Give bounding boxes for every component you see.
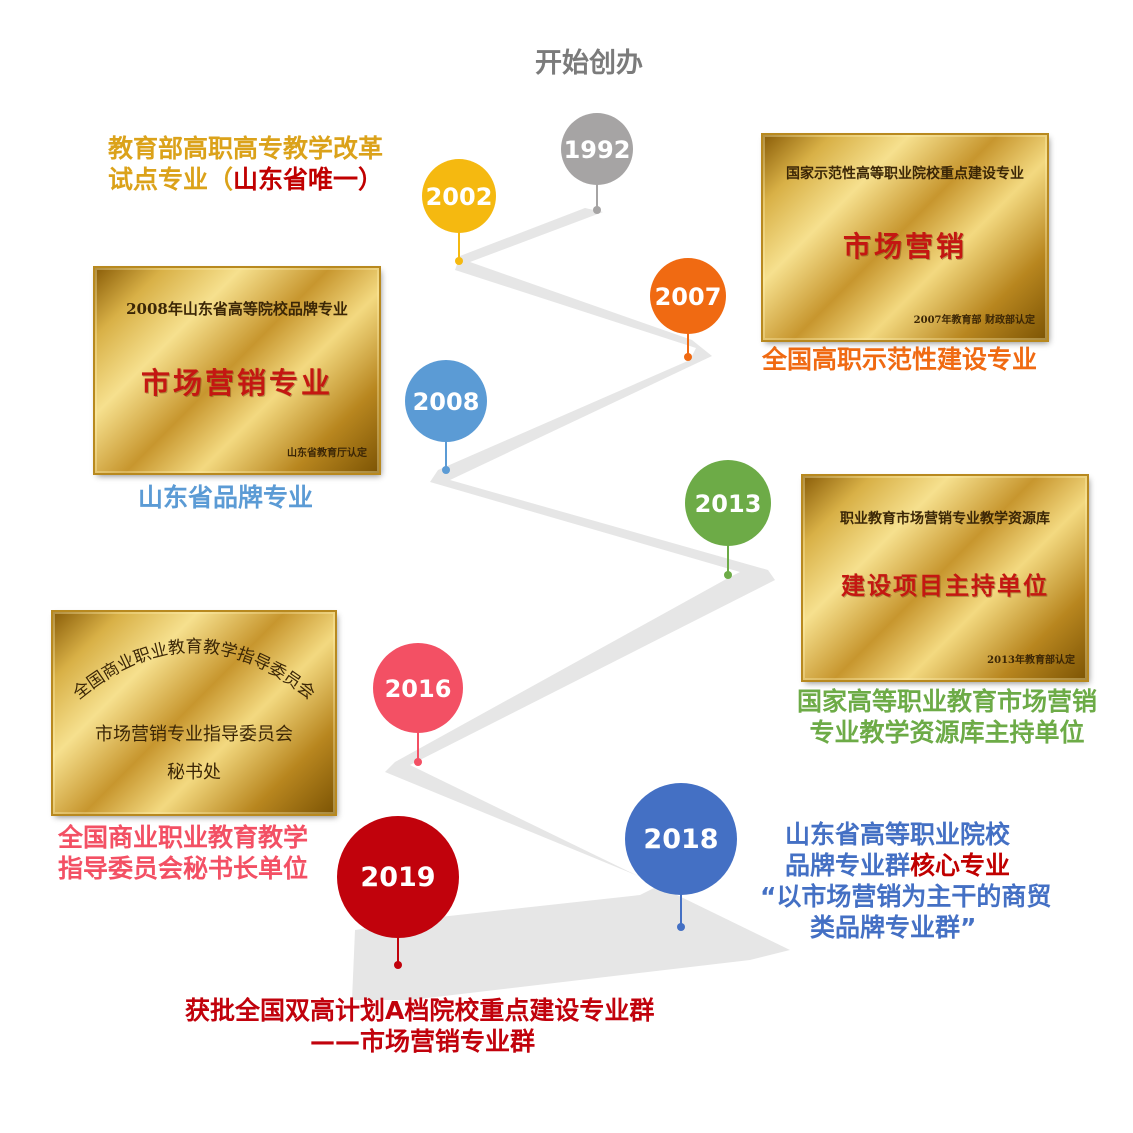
svg-text:全国商业职业教育教学指导委员会: 全国商业职业教育教学指导委员会: [69, 637, 318, 704]
caption-2008: 山东省品牌专业: [138, 483, 314, 512]
stem-dot-2013: [724, 571, 732, 579]
timeline-bubbles: 1992 2002 2007 2008 2013 2016 2018 2019: [337, 113, 771, 938]
plaque-note: 2013年教育部认定: [987, 655, 1075, 666]
plaque-heading: 职业教育市场营销专业教学资源库: [840, 511, 1050, 527]
caption-2018-line-2-text: 品牌专业群: [785, 851, 911, 880]
caption-2002-line-2: 试点专业（山东省唯一）: [108, 164, 383, 195]
stem-dot-1992: [593, 206, 601, 214]
stem-dot-2008: [442, 466, 450, 474]
year-label-2019: 2019: [360, 862, 435, 893]
year-bubble-2013: [685, 460, 771, 546]
caption-2013-line-2: 专业教学资源库主持单位: [809, 718, 1085, 747]
caption-2018: 山东省高等职业院校 品牌专业群核心专业 “以市场营销为主干的商贸 类品牌专业群”: [760, 819, 1051, 943]
year-bubble-1992: [561, 113, 633, 185]
plaque-note: 山东省教育厅认定: [287, 448, 367, 459]
caption-2002: 教育部高职高专教学改革 试点专业（山东省唯一）: [108, 133, 383, 195]
caption-2002-line-2-text: 试点专业（: [108, 165, 234, 194]
year-bubble-2008: [405, 360, 487, 442]
caption-2019: 获批全国双高计划A档院校重点建设专业群 ——市场营销专业群: [185, 995, 654, 1057]
stem-dot-2016: [414, 758, 422, 766]
stem-dot-2018: [677, 923, 685, 931]
plaque-note: 2007年教育部 财政部认定: [913, 315, 1035, 326]
plaque-border: [803, 476, 1087, 680]
plaque-arc-heading-text: 全国商业职业教育教学指导委员会: [69, 637, 318, 704]
caption-2019-line-2: ——市场营销专业群: [310, 1027, 536, 1056]
plaque-line-1: 市场营销专业指导委员会: [95, 724, 293, 745]
caption-2018-line-3: “以市场营销为主干的商贸: [760, 882, 1052, 911]
caption-2016: 全国商业职业教育教学 指导委员会秘书长单位: [58, 822, 308, 884]
timeline-path: [352, 208, 790, 1000]
timeline-stems: [394, 183, 732, 969]
caption-2019-line-1: 获批全国双高计划A档院校重点建设专业群: [185, 996, 655, 1025]
stem-dot-2002: [455, 257, 463, 265]
year-label-2008: 2008: [413, 388, 480, 416]
plaque-heading: 国家示范性高等职业院校重点建设专业: [786, 166, 1024, 182]
caption-2013-line-1: 国家高等职业教育市场营销: [796, 687, 1097, 716]
stem-dot-2007: [684, 353, 692, 361]
caption-2018-line-4: 类品牌专业群”: [810, 913, 977, 942]
caption-2007: 全国高职示范性建设专业: [762, 345, 1038, 374]
plaque-main-text: 建设项目主持单位: [841, 571, 1049, 600]
caption-2018-line-1: 山东省高等职业院校: [785, 820, 1011, 849]
year-label-2007: 2007: [655, 283, 722, 311]
timeline-title: 开始创办: [535, 48, 643, 79]
year-bubble-2007: [650, 258, 726, 334]
plaque-main-text: 市场营销: [842, 230, 967, 263]
plaque-border: [95, 268, 379, 473]
plaque-resource-library: 职业教育市场营销专业教学资源库 建设项目主持单位 2013年教育部认定: [803, 476, 1087, 680]
plaque-border: [763, 135, 1047, 340]
caption-2002-line-1: 教育部高职高专教学改革: [108, 134, 384, 163]
year-bubble-2018: [625, 783, 737, 895]
plaque-arc-heading: 全国商业职业教育教学指导委员会: [69, 637, 318, 704]
year-label-2002: 2002: [426, 183, 493, 211]
year-label-2018: 2018: [643, 824, 718, 855]
caption-2018-line-2: 品牌专业群核心专业: [760, 850, 1051, 881]
year-bubble-2019: [337, 816, 459, 938]
caption-2013: 国家高等职业教育市场营销 专业教学资源库主持单位: [788, 686, 1106, 748]
caption-2016-line-1: 全国商业职业教育教学: [58, 823, 309, 852]
caption-2018-highlight: 核心专业: [910, 851, 1011, 880]
year-label-1992: 1992: [564, 136, 631, 164]
year-bubble-2002: [422, 159, 496, 233]
plaque-main-text: 市场营销专业: [140, 366, 333, 400]
plaque-heading: 2008年山东省高等院校品牌专业: [126, 300, 348, 318]
plaque-national-demonstration: 国家示范性高等职业院校重点建设专业 市场营销 2007年教育部 财政部认定: [763, 135, 1047, 340]
plaque-shandong-brand: 2008年山东省高等院校品牌专业 市场营销专业 山东省教育厅认定: [95, 268, 379, 473]
caption-2016-line-2: 指导委员会秘书长单位: [58, 854, 309, 883]
caption-2002-highlight: 山东省唯一）: [233, 165, 384, 194]
year-label-2016: 2016: [385, 675, 452, 703]
plaque-line-2: 秘书处: [167, 762, 221, 783]
plaque-border: [53, 612, 335, 814]
year-bubble-2016: [373, 643, 463, 733]
plaque-steering-committee: 全国商业职业教育教学指导委员会 市场营销专业指导委员会 秘书处: [53, 612, 335, 814]
stem-dot-2019: [394, 961, 402, 969]
year-label-2013: 2013: [695, 490, 762, 518]
